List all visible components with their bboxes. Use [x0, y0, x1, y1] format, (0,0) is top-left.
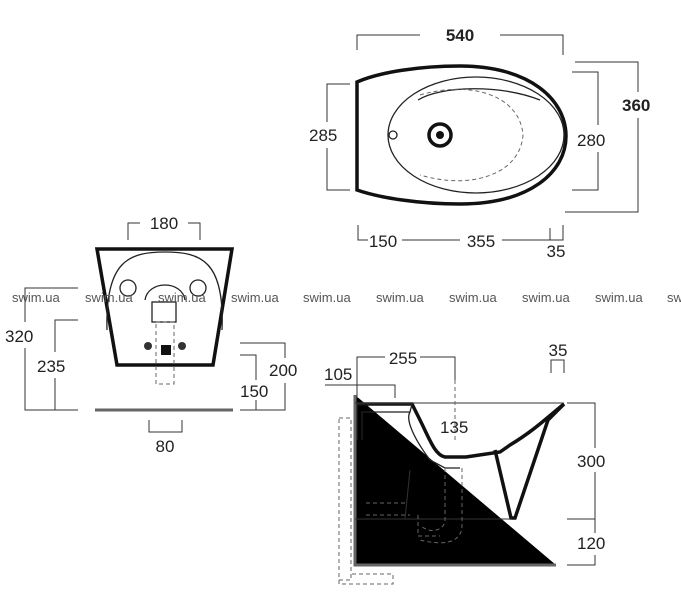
dim-total-height: 320: [5, 327, 33, 346]
dimension-line: [148, 420, 183, 433]
hidden-wall-frame-foot: [338, 573, 394, 585]
front-outline: [94, 247, 235, 367]
hidden-bowl: [419, 88, 524, 182]
dim-floor-gap: 120: [577, 534, 605, 553]
dim-height-200: 200: [269, 361, 297, 380]
watermark-text: swim.ua: [85, 290, 133, 305]
dim-left-depth: 285: [309, 126, 337, 145]
dimension-line: [326, 83, 350, 191]
watermark-text: swim.ua: [158, 290, 206, 305]
watermark-text: swim.ua: [12, 290, 60, 305]
watermark-text: swim.ua: [595, 290, 643, 305]
fixing-hole-right: [189, 279, 207, 297]
drain-center: [436, 131, 444, 139]
dim-width: 540: [446, 26, 474, 45]
dimension-line: [356, 356, 456, 398]
watermark-text: swim.ua: [522, 290, 570, 305]
hidden-siphon: [366, 468, 463, 544]
watermark-text: swim.ua: [376, 290, 424, 305]
support-line: [404, 469, 411, 520]
dimension-line: [24, 287, 78, 411]
dim-255: 255: [389, 349, 417, 368]
bidet-profile: [357, 402, 566, 520]
outlet-arch: [144, 284, 186, 301]
watermark-row: swim.ua swim.ua swim.ua swim.ua swim.ua …: [12, 290, 681, 305]
tap-hole: [388, 130, 398, 140]
dim-top-width: 180: [150, 214, 178, 233]
dim-seg-right: 35: [547, 242, 566, 261]
watermark-text: swim.ua: [303, 290, 351, 305]
dim-bowl-depth: 280: [577, 131, 605, 150]
dimension-line: [572, 71, 599, 191]
dim-seg-left: 150: [369, 232, 397, 251]
dimension-line: [240, 354, 257, 410]
fixing-bolt-left: [144, 342, 152, 350]
watermark-text: swim.ua: [667, 290, 681, 305]
dim-drain-width: 80: [156, 437, 175, 456]
dimension-line: [565, 61, 639, 213]
dimension-line: [127, 222, 201, 240]
dimension-line: [357, 225, 564, 241]
watermark-text: swim.ua: [449, 290, 497, 305]
top-view: 540 360 280 285 150 355 35: [309, 26, 650, 261]
dim-fixing-height: 235: [37, 357, 65, 376]
bowl-rim: [387, 76, 565, 194]
dimension-line: [356, 34, 564, 55]
inner-rim: [417, 88, 541, 101]
dim-35: 35: [549, 341, 568, 360]
dim-135: 135: [440, 418, 468, 437]
hidden-drain-pipe: [155, 321, 175, 385]
dimension-line: [325, 384, 396, 398]
drain-hole: [427, 122, 453, 148]
dim-bidet-height: 300: [577, 452, 605, 471]
dimension-line: [240, 342, 286, 411]
dimension-line: [550, 359, 565, 373]
fixing-hole-left: [119, 279, 137, 297]
hidden-wall-frame: [338, 417, 352, 581]
wall-and-floor: [353, 395, 556, 567]
front-inner-arch: [106, 251, 223, 331]
watermark-text: swim.ua: [231, 290, 279, 305]
bidet-inner-profile: [356, 403, 460, 469]
dimension-line: [54, 319, 78, 410]
side-view: 255 105 135 35 300 120: [324, 341, 605, 585]
dim-depth-total: 360: [622, 96, 650, 115]
drain-square: [161, 345, 171, 355]
dim-height-150: 150: [240, 382, 268, 401]
top-view-outline: [355, 64, 568, 206]
outlet-box: [151, 301, 177, 323]
dim-seg-mid: 355: [467, 232, 495, 251]
dim-105: 105: [324, 365, 352, 384]
dimension-line: [567, 402, 596, 566]
front-view: 180 320 235 80 200 150: [5, 214, 297, 456]
fixing-bolt-right: [178, 342, 186, 350]
